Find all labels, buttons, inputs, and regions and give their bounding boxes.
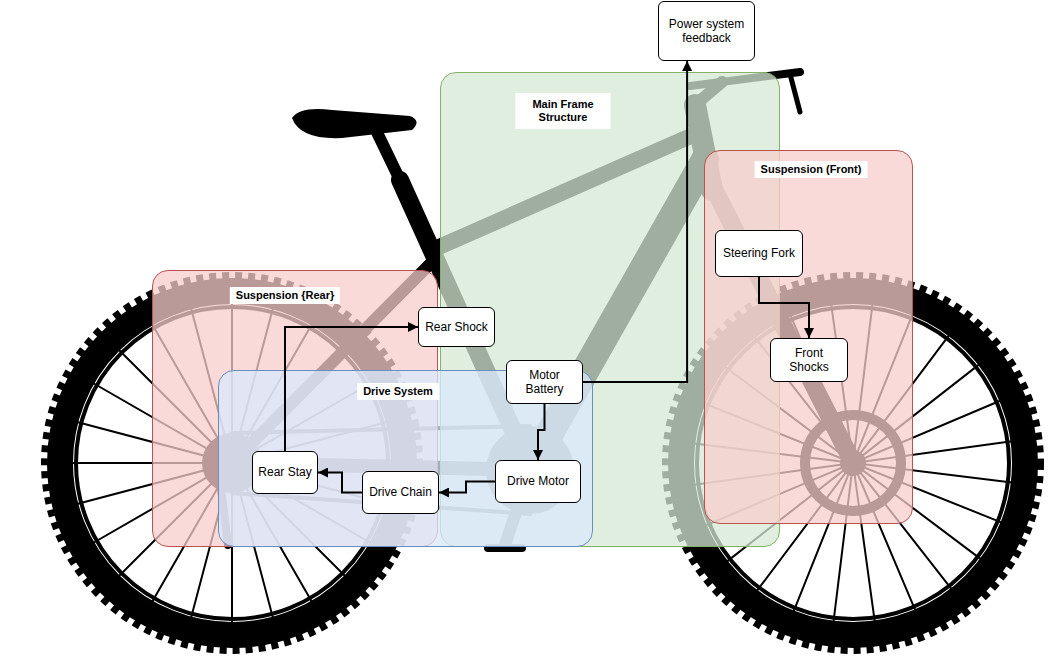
region-group: Suspension (Front) Steering ForkFront Sho… — [704, 150, 913, 524]
box-label: Rear Stay — [258, 465, 311, 479]
saddle — [292, 109, 417, 138]
box-label: Front Shocks — [775, 346, 843, 375]
box-label: Motor Battery — [511, 368, 578, 397]
box-label: Drive Chain — [369, 485, 432, 499]
region-heading: Suspension (Front) — [755, 161, 868, 178]
box-label: Drive Motor — [507, 474, 569, 488]
process-box: Rear Stay — [252, 451, 318, 494]
region-heading: Suspension {Rear} — [230, 287, 340, 304]
process-box: Rear Shock — [418, 307, 495, 347]
region-heading: Drive System — [357, 383, 439, 400]
process-box: Motor Battery — [506, 360, 583, 404]
process-box: Drive Motor — [495, 460, 581, 503]
process-box: Drive Chain — [362, 471, 439, 514]
process-box: Steering Fork — [715, 230, 803, 277]
box-label: Power system feedback — [663, 17, 750, 46]
process-box: Power system feedback — [658, 1, 755, 61]
process-box: Front Shocks — [770, 338, 848, 382]
box-label: Rear Shock — [425, 320, 488, 334]
brake-cable — [790, 74, 800, 112]
region-heading: Main Frame Structure — [516, 93, 611, 129]
region-group: Drive System Motor BatteryDrive MotorDriv… — [218, 370, 593, 547]
box-label: Steering Fork — [723, 246, 795, 260]
